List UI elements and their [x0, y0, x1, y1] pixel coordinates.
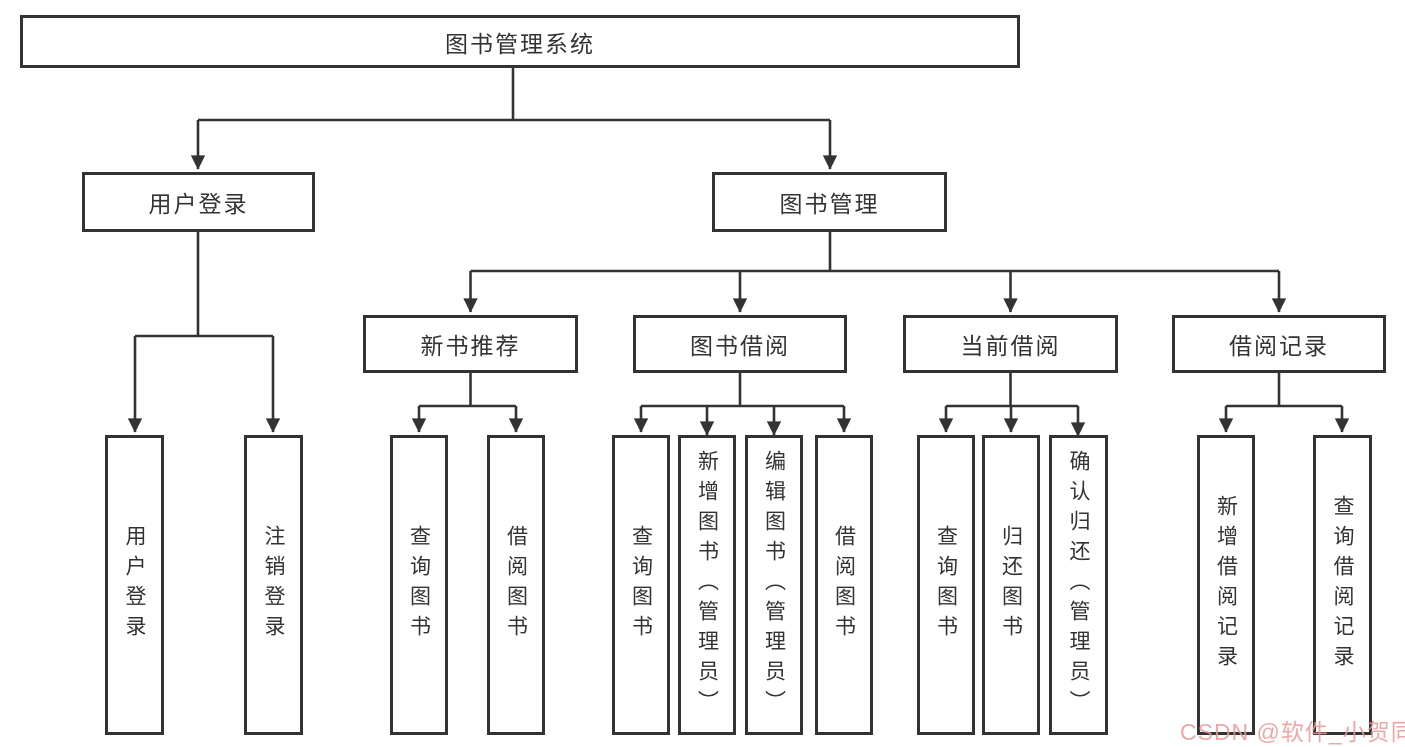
node-new-book-recommend: 新书推荐 [363, 315, 578, 373]
node-leaf-cb-confirm-return-admin: 确认归还（管理员） [1049, 435, 1108, 735]
node-borrow-records: 借阅记录 [1172, 315, 1386, 373]
connector-arrows [127, 120, 1350, 437]
node-leaf-cb-return-books: 归还图书 [982, 435, 1040, 735]
node-leaf-bb-query-books: 查询图书 [612, 435, 670, 735]
node-current-borrow: 当前借阅 [903, 315, 1118, 373]
node-leaf-cb-query-books: 查询图书 [917, 435, 975, 735]
node-leaf-user-login: 用户登录 [105, 435, 164, 735]
node-leaf-bb-edit-books-admin: 编辑图书（管理员） [745, 435, 803, 735]
node-leaf-logout: 注销登录 [244, 435, 303, 735]
node-leaf-bb-borrow-books: 借阅图书 [815, 435, 873, 735]
node-leaf-rec-borrow-books: 借阅图书 [487, 435, 545, 735]
node-book-management: 图书管理 [712, 172, 947, 232]
node-leaf-br-query-record: 查询借阅记录 [1313, 435, 1372, 735]
connector-lines [135, 68, 1342, 408]
node-leaf-br-add-record: 新增借阅记录 [1197, 435, 1255, 735]
node-root-system: 图书管理系统 [20, 15, 1020, 68]
node-book-borrow: 图书借阅 [633, 315, 847, 373]
node-leaf-bb-add-books-admin: 新增图书（管理员） [678, 435, 736, 735]
node-user-login: 用户登录 [82, 172, 315, 232]
node-leaf-rec-query-books: 查询图书 [390, 435, 448, 735]
